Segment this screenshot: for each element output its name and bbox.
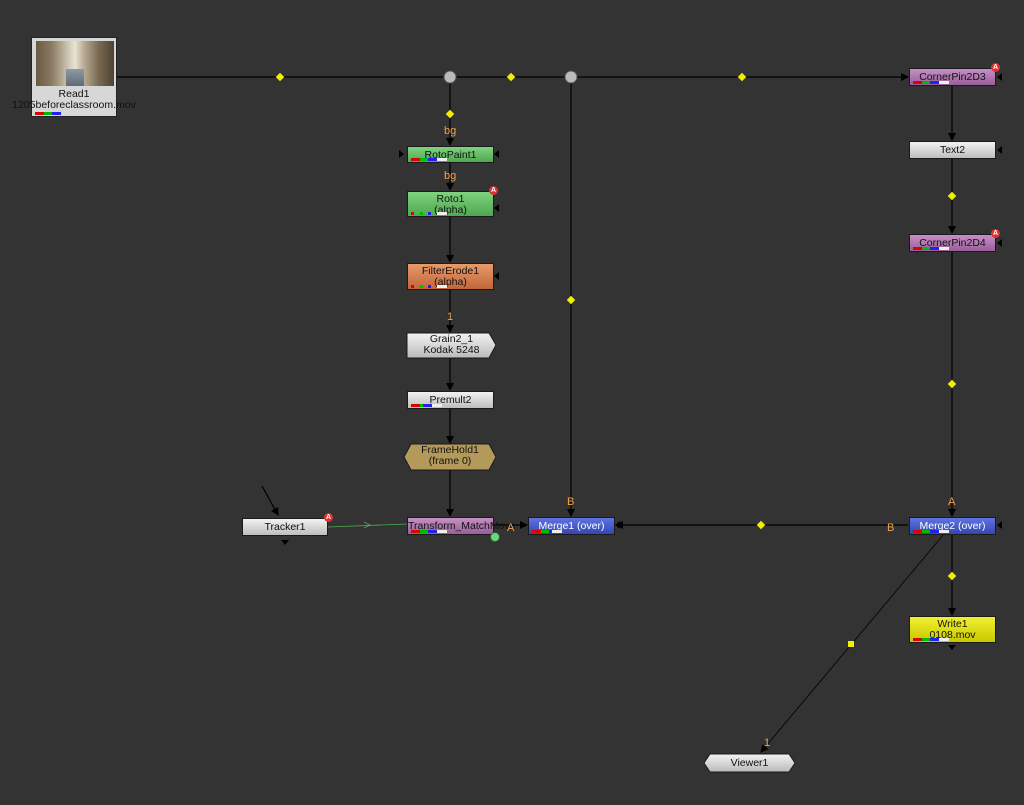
channel-chips [913, 638, 959, 641]
viewer1-label: Viewer1 [730, 757, 769, 769]
cornerpin2d4-badge: A [991, 229, 1000, 238]
cornerpin2d3-node[interactable]: CornerPin2D3 [909, 68, 996, 86]
merge1-node[interactable]: Merge1 (over) [528, 517, 615, 535]
mask-input-arrow [997, 73, 1002, 81]
merge2-node[interactable]: Merge2 (over) [909, 517, 996, 535]
tracker-link [327, 523, 408, 528]
write1-node[interactable]: Write1 0108.mov [909, 616, 996, 643]
wire-diamond[interactable] [445, 109, 455, 119]
elbow-dot-2[interactable] [564, 70, 578, 84]
tracker1-label: Tracker1 [264, 521, 306, 533]
grain-node-shape [406, 332, 497, 359]
read1-thumbnail [36, 41, 114, 86]
input-label-1: 1 [447, 311, 454, 323]
channel-chips [411, 530, 457, 533]
elbow-dot-1[interactable] [443, 70, 457, 84]
tracker1-badge: A [324, 513, 333, 522]
read1-label: Read1 1205beforeclassroom.mov [0, 89, 148, 111]
rotopaint1-node[interactable]: RotoPaint1 [407, 146, 494, 163]
write1-label: Write1 [937, 618, 968, 630]
write1-file: 0108.mov [929, 629, 976, 641]
wire-diamond[interactable] [506, 72, 516, 82]
grain-label: Grain2_1 [429, 333, 474, 345]
merge1-label: Merge1 (over) [538, 520, 605, 532]
filtererode1-label: FilterErode1 [421, 265, 480, 277]
wire-tracker-input [261, 485, 279, 516]
roto1-badge: A [489, 186, 498, 195]
input-label-1: 1 [764, 737, 771, 749]
wire-diamond[interactable] [947, 191, 957, 201]
cornerpin2d4-node[interactable]: CornerPin2D4 [909, 234, 996, 252]
cornerpin2d3-badge: A [991, 63, 1000, 72]
wire-diamond[interactable] [275, 72, 285, 82]
read1-name: Read1 [58, 88, 90, 100]
input-label-bg: bg [444, 170, 457, 182]
roto1-label: Roto1 [436, 193, 465, 205]
output-arrow [281, 540, 289, 545]
filtererode1-sub: (alpha) [434, 276, 467, 288]
channel-chips [913, 81, 959, 84]
framehold1-node[interactable]: FrameHold1 (frame 0) [404, 445, 496, 470]
input-label-a: A [507, 522, 515, 534]
cornerpin2d3-label: CornerPin2D3 [919, 71, 986, 83]
input-label-a: A [948, 496, 956, 508]
mask-input-arrow [494, 272, 499, 280]
mask-input-arrow [997, 146, 1002, 154]
transform-matchmove-node[interactable]: Transform_MatchMove [407, 517, 516, 535]
premult2-node[interactable]: Premult2 [407, 391, 494, 409]
mask-input-arrow [997, 521, 1002, 529]
grain-sub: Kodak 5248 [423, 344, 480, 356]
channel-chips [411, 285, 457, 288]
premult2-label: Premult2 [429, 394, 472, 406]
wire-diamond[interactable] [848, 641, 854, 647]
grain-node[interactable]: Grain2_1 Kodak 5248 [407, 334, 496, 358]
wire-diamond[interactable] [947, 379, 957, 389]
input-label-b: B [567, 496, 575, 508]
framehold1-sub: (frame 0) [428, 455, 472, 467]
channel-chips [913, 530, 959, 533]
mask-input-arrow [997, 239, 1002, 247]
cornerpin2d4-label: CornerPin2D4 [919, 237, 986, 249]
output-arrow [948, 645, 956, 650]
channel-chips [532, 530, 578, 533]
filtererode1-node[interactable]: FilterErode1 (alpha) [407, 263, 494, 290]
mask-input-arrow [494, 204, 499, 212]
mask-input-arrow [399, 150, 404, 158]
roto1-node[interactable]: Roto1 (alpha) [407, 191, 494, 217]
wire-diamond[interactable] [756, 520, 766, 530]
mask-input-arrow [494, 150, 499, 158]
framehold-node-shape [403, 443, 497, 471]
channel-chips [411, 404, 457, 407]
tracker-link-arrow [363, 521, 371, 529]
text2-node[interactable]: Text2 [909, 141, 996, 159]
mask-input-arrow [615, 521, 620, 529]
read1-file: 1205beforeclassroom.mov [12, 99, 136, 111]
transform-matchmove-label: Transform_MatchMove [408, 520, 516, 532]
tracker1-node[interactable]: Tracker1 [242, 518, 328, 536]
clone-indicator-icon [490, 532, 500, 542]
wire-diamond[interactable] [947, 571, 957, 581]
channel-chips [411, 212, 457, 215]
channel-chips [35, 112, 81, 115]
read1-node[interactable] [31, 37, 117, 117]
merge2-label: Merge2 (over) [919, 520, 986, 532]
viewer-node-shape [703, 753, 796, 773]
wire-diamond[interactable] [566, 295, 576, 305]
rotopaint1-label: RotoPaint1 [424, 149, 477, 161]
framehold1-label: FrameHold1 [421, 444, 479, 456]
channel-chips [913, 247, 959, 250]
channel-chips [411, 158, 457, 161]
input-label-bg: bg [444, 125, 457, 137]
text2-label: Text2 [939, 144, 966, 156]
input-label-b: B [887, 522, 895, 534]
viewer1-node[interactable]: Viewer1 [704, 757, 795, 771]
wire-diamond[interactable] [737, 72, 747, 82]
roto1-sub: (alpha) [434, 204, 467, 216]
